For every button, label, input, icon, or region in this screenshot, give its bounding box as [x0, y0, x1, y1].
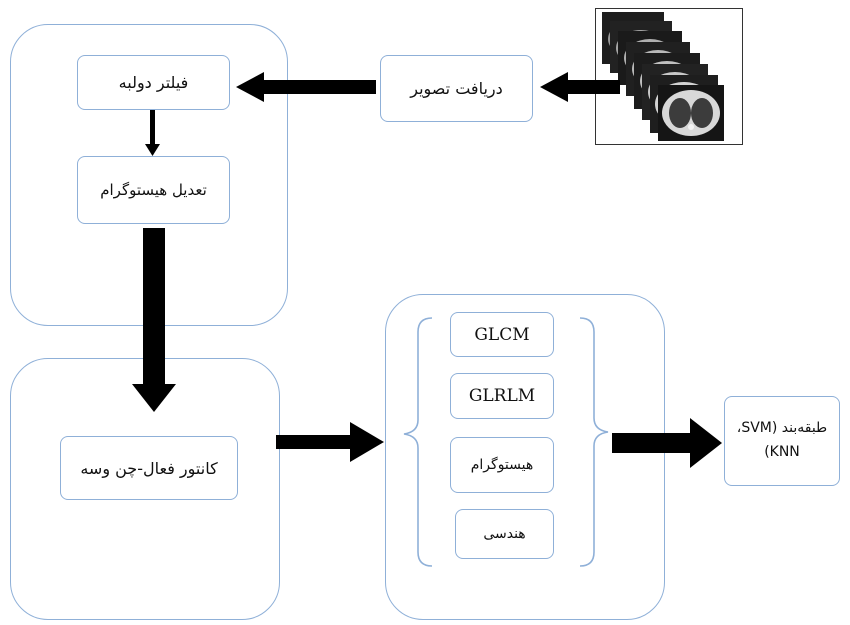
ct-image-stack: [595, 8, 743, 145]
left-brace: [403, 317, 433, 567]
image-acquisition-box: دریافت تصویر: [380, 55, 533, 122]
glrlm-label: GLRLM: [468, 386, 536, 406]
histogram-label: هیستوگرام: [470, 457, 534, 473]
ct-slices-icon: [602, 12, 724, 141]
arrow-ct-to-acquisition: [540, 72, 620, 102]
glcm-label: GLCM: [474, 324, 530, 345]
histogram-equalization-label: تعدیل هیستوگرام: [100, 181, 207, 199]
histogram-box: هیستوگرام: [450, 437, 554, 493]
classifier-label-line2: KNN): [764, 444, 800, 460]
classifier-label-line1: طبقه‌بند (SVM،: [736, 420, 828, 437]
classifier-box: طبقه‌بند (SVM، KNN): [724, 396, 840, 486]
geometric-label: هندسی: [483, 526, 526, 542]
arrow-acquisition-to-filter: [236, 72, 376, 102]
arrow-equalization-to-contour: [132, 228, 176, 412]
active-contour-label: کانتور فعال-چن وسه: [80, 458, 218, 478]
bilateral-filter-box: فیلتر دولبه: [77, 55, 230, 110]
arrow-filter-to-equalization: [145, 110, 160, 156]
arrow-features-to-classifier: [612, 418, 722, 468]
glrlm-box: GLRLM: [450, 373, 554, 419]
active-contour-box: کانتور فعال-چن وسه: [60, 436, 238, 500]
geometric-box: هندسی: [455, 509, 554, 559]
arrow-contour-to-features: [276, 422, 384, 462]
bilateral-filter-label: فیلتر دولبه: [118, 73, 189, 92]
glcm-box: GLCM: [450, 312, 554, 357]
image-acquisition-label: دریافت تصویر: [410, 79, 503, 98]
right-brace: [579, 317, 609, 567]
histogram-equalization-box: تعدیل هیستوگرام: [77, 156, 230, 224]
